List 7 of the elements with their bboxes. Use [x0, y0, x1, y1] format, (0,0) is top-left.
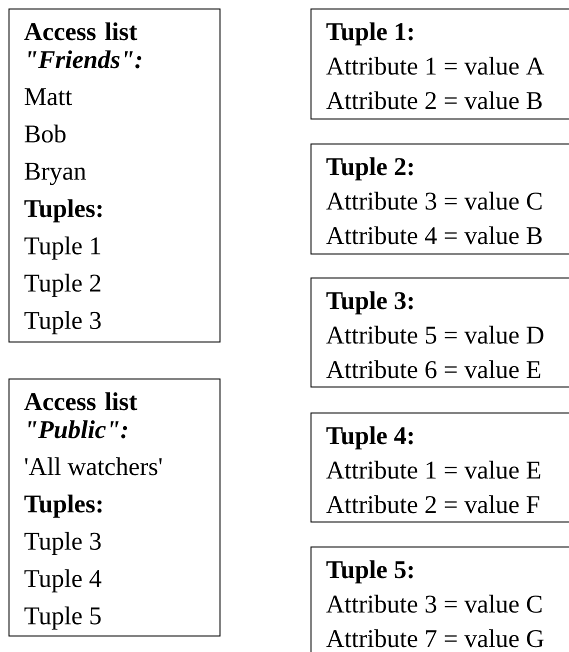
tuple-box: Tuple 3: Attribute 5 = value D Attribute 6 = value E — [310, 278, 569, 388]
tuple-box: Tuple 4: Attribute 1 = value E Attribute 2 = value F — [310, 412, 569, 522]
tuple-box: Tuple 5: Attribute 3 = value C Attribute 7 = value G — [310, 546, 569, 652]
access-list-box: Access list "Public": 'All watchers' Tuples: Tuple 3 Tuple 4 Tuple 5 — [8, 378, 220, 636]
tuple-box: Tuple 2: Attribute 3 = value C Attribute 4 = value B — [310, 144, 569, 254]
access-list-box: Access list "Friends": Matt Bob Bryan Tuples: Tuple 1 Tuple 2 Tuple 3 — [8, 8, 220, 342]
tuple-box: Tuple 1: Attribute 1 = value A Attribute 2 = value B — [310, 8, 569, 120]
